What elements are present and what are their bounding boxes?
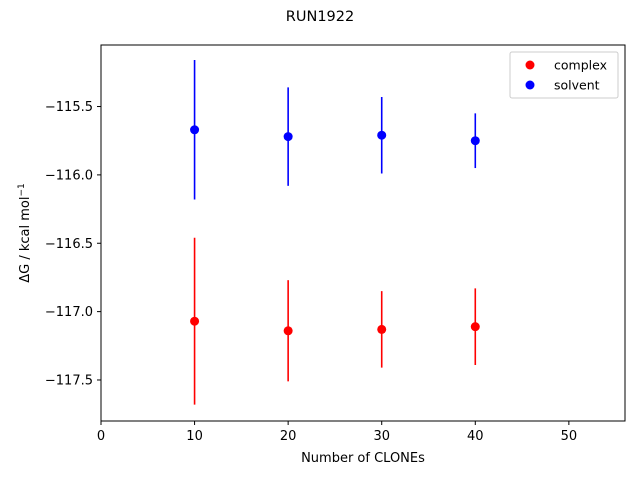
y-axis-label: ΔG / kcal mol−1 (17, 183, 33, 283)
x-tick-label: 50 (561, 429, 578, 444)
data-series-layer (190, 60, 480, 405)
x-tick-label: 30 (373, 429, 390, 444)
plot-frame (100, 44, 626, 422)
data-point (283, 326, 293, 336)
x-axis-label: Number of CLONEs (301, 451, 425, 466)
y-axis-label-group: ΔG / kcal mol−1 (17, 183, 33, 283)
x-tick-label: 10 (186, 429, 203, 444)
data-point (190, 125, 200, 135)
y-tick-label: −116.5 (45, 237, 93, 252)
legend-box (509, 51, 619, 99)
x-tick-label: 0 (97, 429, 105, 444)
legend-marker-solvent (525, 80, 535, 90)
y-tick-label: −116.0 (45, 168, 93, 183)
data-point (470, 136, 480, 146)
y-tick-label: −117.0 (45, 305, 93, 320)
y-axis: −115.5 −116.0 −116.5 −117.0 −117.5 (45, 100, 101, 388)
y-tick-label: −117.5 (45, 373, 93, 388)
data-point (190, 316, 200, 326)
x-tick-label: 40 (467, 429, 484, 444)
series-solvent (190, 60, 480, 200)
legend: complex solvent (509, 51, 619, 99)
legend-marker-complex (525, 60, 535, 70)
y-axis-label-main: ΔG / kcal mol (18, 197, 33, 283)
data-point (283, 132, 293, 142)
chart-title: RUN1922 (286, 9, 354, 25)
y-tick-label: −115.5 (45, 100, 93, 115)
series-complex (190, 237, 480, 405)
data-point (377, 130, 387, 140)
data-point (377, 324, 387, 334)
x-tick-label: 20 (280, 429, 297, 444)
x-axis: 0 10 20 30 40 50 (97, 421, 577, 444)
y-axis-label-superscript: −1 (17, 183, 27, 196)
data-point (470, 322, 480, 332)
legend-label-complex: complex (554, 58, 607, 73)
legend-label-solvent: solvent (554, 78, 600, 93)
